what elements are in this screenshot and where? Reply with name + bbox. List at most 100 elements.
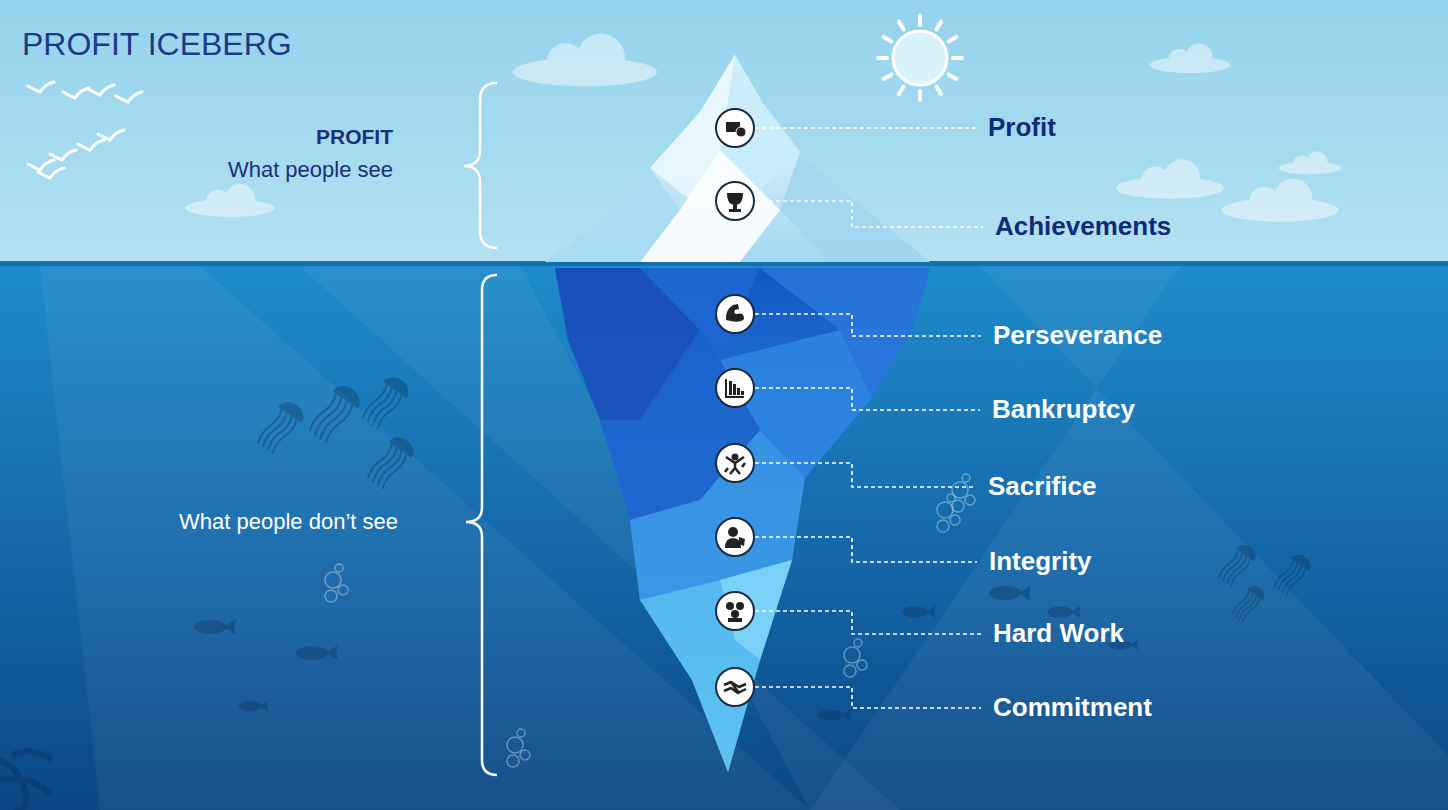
- jellyfish: [1272, 551, 1315, 599]
- layer-icon: [716, 369, 754, 407]
- iceberg: [545, 55, 930, 262]
- jellyfish: [1230, 582, 1268, 624]
- layer-icon: [716, 444, 754, 482]
- layer-icon: [724, 682, 746, 693]
- sun: [953, 56, 962, 60]
- fish: [239, 700, 268, 711]
- fish: [1130, 639, 1138, 650]
- layer-label: Sacrifice: [988, 471, 1096, 502]
- layer-icon: [716, 295, 754, 333]
- layer-icon: [728, 618, 742, 622]
- jellyfish: [364, 432, 418, 492]
- layer-icon: [716, 668, 754, 706]
- bubbles: [520, 750, 530, 760]
- layer-icon: [716, 182, 754, 220]
- sun: [918, 91, 922, 100]
- layer-icon: [716, 109, 754, 147]
- cloud: [1164, 159, 1200, 195]
- bird: [50, 150, 76, 160]
- light-rays: [810, 266, 1448, 810]
- layer-icon: [733, 384, 736, 395]
- bird: [28, 82, 142, 178]
- bubbles: [335, 564, 343, 572]
- layer-icon: [725, 457, 745, 474]
- cloud: [1186, 43, 1213, 70]
- octopus: [0, 751, 52, 810]
- fish: [841, 709, 851, 722]
- layer-icon: [716, 369, 754, 407]
- background: [0, 0, 1448, 263]
- cloud: [577, 34, 625, 82]
- layer-icon: [732, 454, 739, 461]
- jellyfish: [1230, 558, 1252, 587]
- sun: [949, 37, 957, 42]
- cloud: [185, 184, 275, 217]
- leader-line: [755, 201, 983, 227]
- layer-icon: [737, 388, 740, 395]
- bubbles: [937, 502, 953, 518]
- bubbles: [937, 520, 949, 532]
- fish: [902, 606, 928, 617]
- layer-icon: [739, 537, 745, 546]
- layer-label: Profit: [988, 112, 1056, 143]
- sun: [878, 56, 887, 60]
- jellyfish: [254, 397, 308, 457]
- layer-icon: [716, 668, 754, 706]
- fish: [1047, 606, 1073, 617]
- fish: [224, 619, 236, 635]
- leader-line: [755, 314, 981, 336]
- bubbles: [962, 474, 970, 482]
- bird: [88, 85, 114, 95]
- jellyfish: [1217, 541, 1260, 589]
- jellyfish: [324, 404, 354, 444]
- bubbles: [854, 639, 862, 647]
- layer-label: Hard Work: [993, 618, 1124, 649]
- layer-icon: [725, 538, 741, 548]
- fish: [239, 701, 261, 711]
- fish: [1019, 585, 1031, 601]
- iceberg: [640, 150, 780, 262]
- layer-icon: [716, 109, 754, 706]
- leader-line: [755, 537, 977, 562]
- fish: [1047, 606, 1081, 619]
- leader-line: [755, 687, 981, 708]
- bubbles: [857, 660, 867, 670]
- leader-line: [755, 463, 976, 487]
- iceberg: [545, 55, 930, 772]
- sun: [899, 87, 904, 95]
- layer-icon: [741, 391, 744, 395]
- jellyfish: [1291, 551, 1315, 572]
- leader-line: [755, 388, 980, 410]
- fish: [194, 620, 226, 634]
- fish: [926, 606, 936, 619]
- layer-icon: [727, 193, 743, 212]
- layer-icon: [716, 109, 754, 147]
- cloud: [1222, 179, 1339, 222]
- octopus: [0, 751, 52, 810]
- bracket: [464, 83, 497, 775]
- fish: [194, 619, 236, 635]
- light-rays: [40, 266, 810, 810]
- bubbles: [965, 495, 975, 505]
- fish: [296, 645, 338, 661]
- iceberg: [640, 560, 792, 772]
- layer-icon: [726, 304, 744, 322]
- jellyfish: [376, 393, 403, 430]
- sun: [884, 75, 892, 80]
- bird: [63, 88, 89, 98]
- bubbles: [952, 482, 968, 498]
- layer-icon: [716, 592, 754, 630]
- layer-icon: [716, 444, 754, 482]
- diagram-title: PROFIT ICEBERG: [22, 25, 292, 63]
- jellyfish: [1247, 582, 1268, 600]
- section-heading: PROFIT: [316, 124, 393, 149]
- fish: [260, 700, 268, 711]
- layer-icon: [716, 592, 754, 630]
- cloud: [1116, 159, 1224, 199]
- jellyfish: [279, 397, 309, 423]
- layer-icon: [716, 182, 754, 220]
- jellyfish: [381, 453, 408, 490]
- cloud: [1279, 151, 1342, 174]
- cloud: [1307, 151, 1328, 172]
